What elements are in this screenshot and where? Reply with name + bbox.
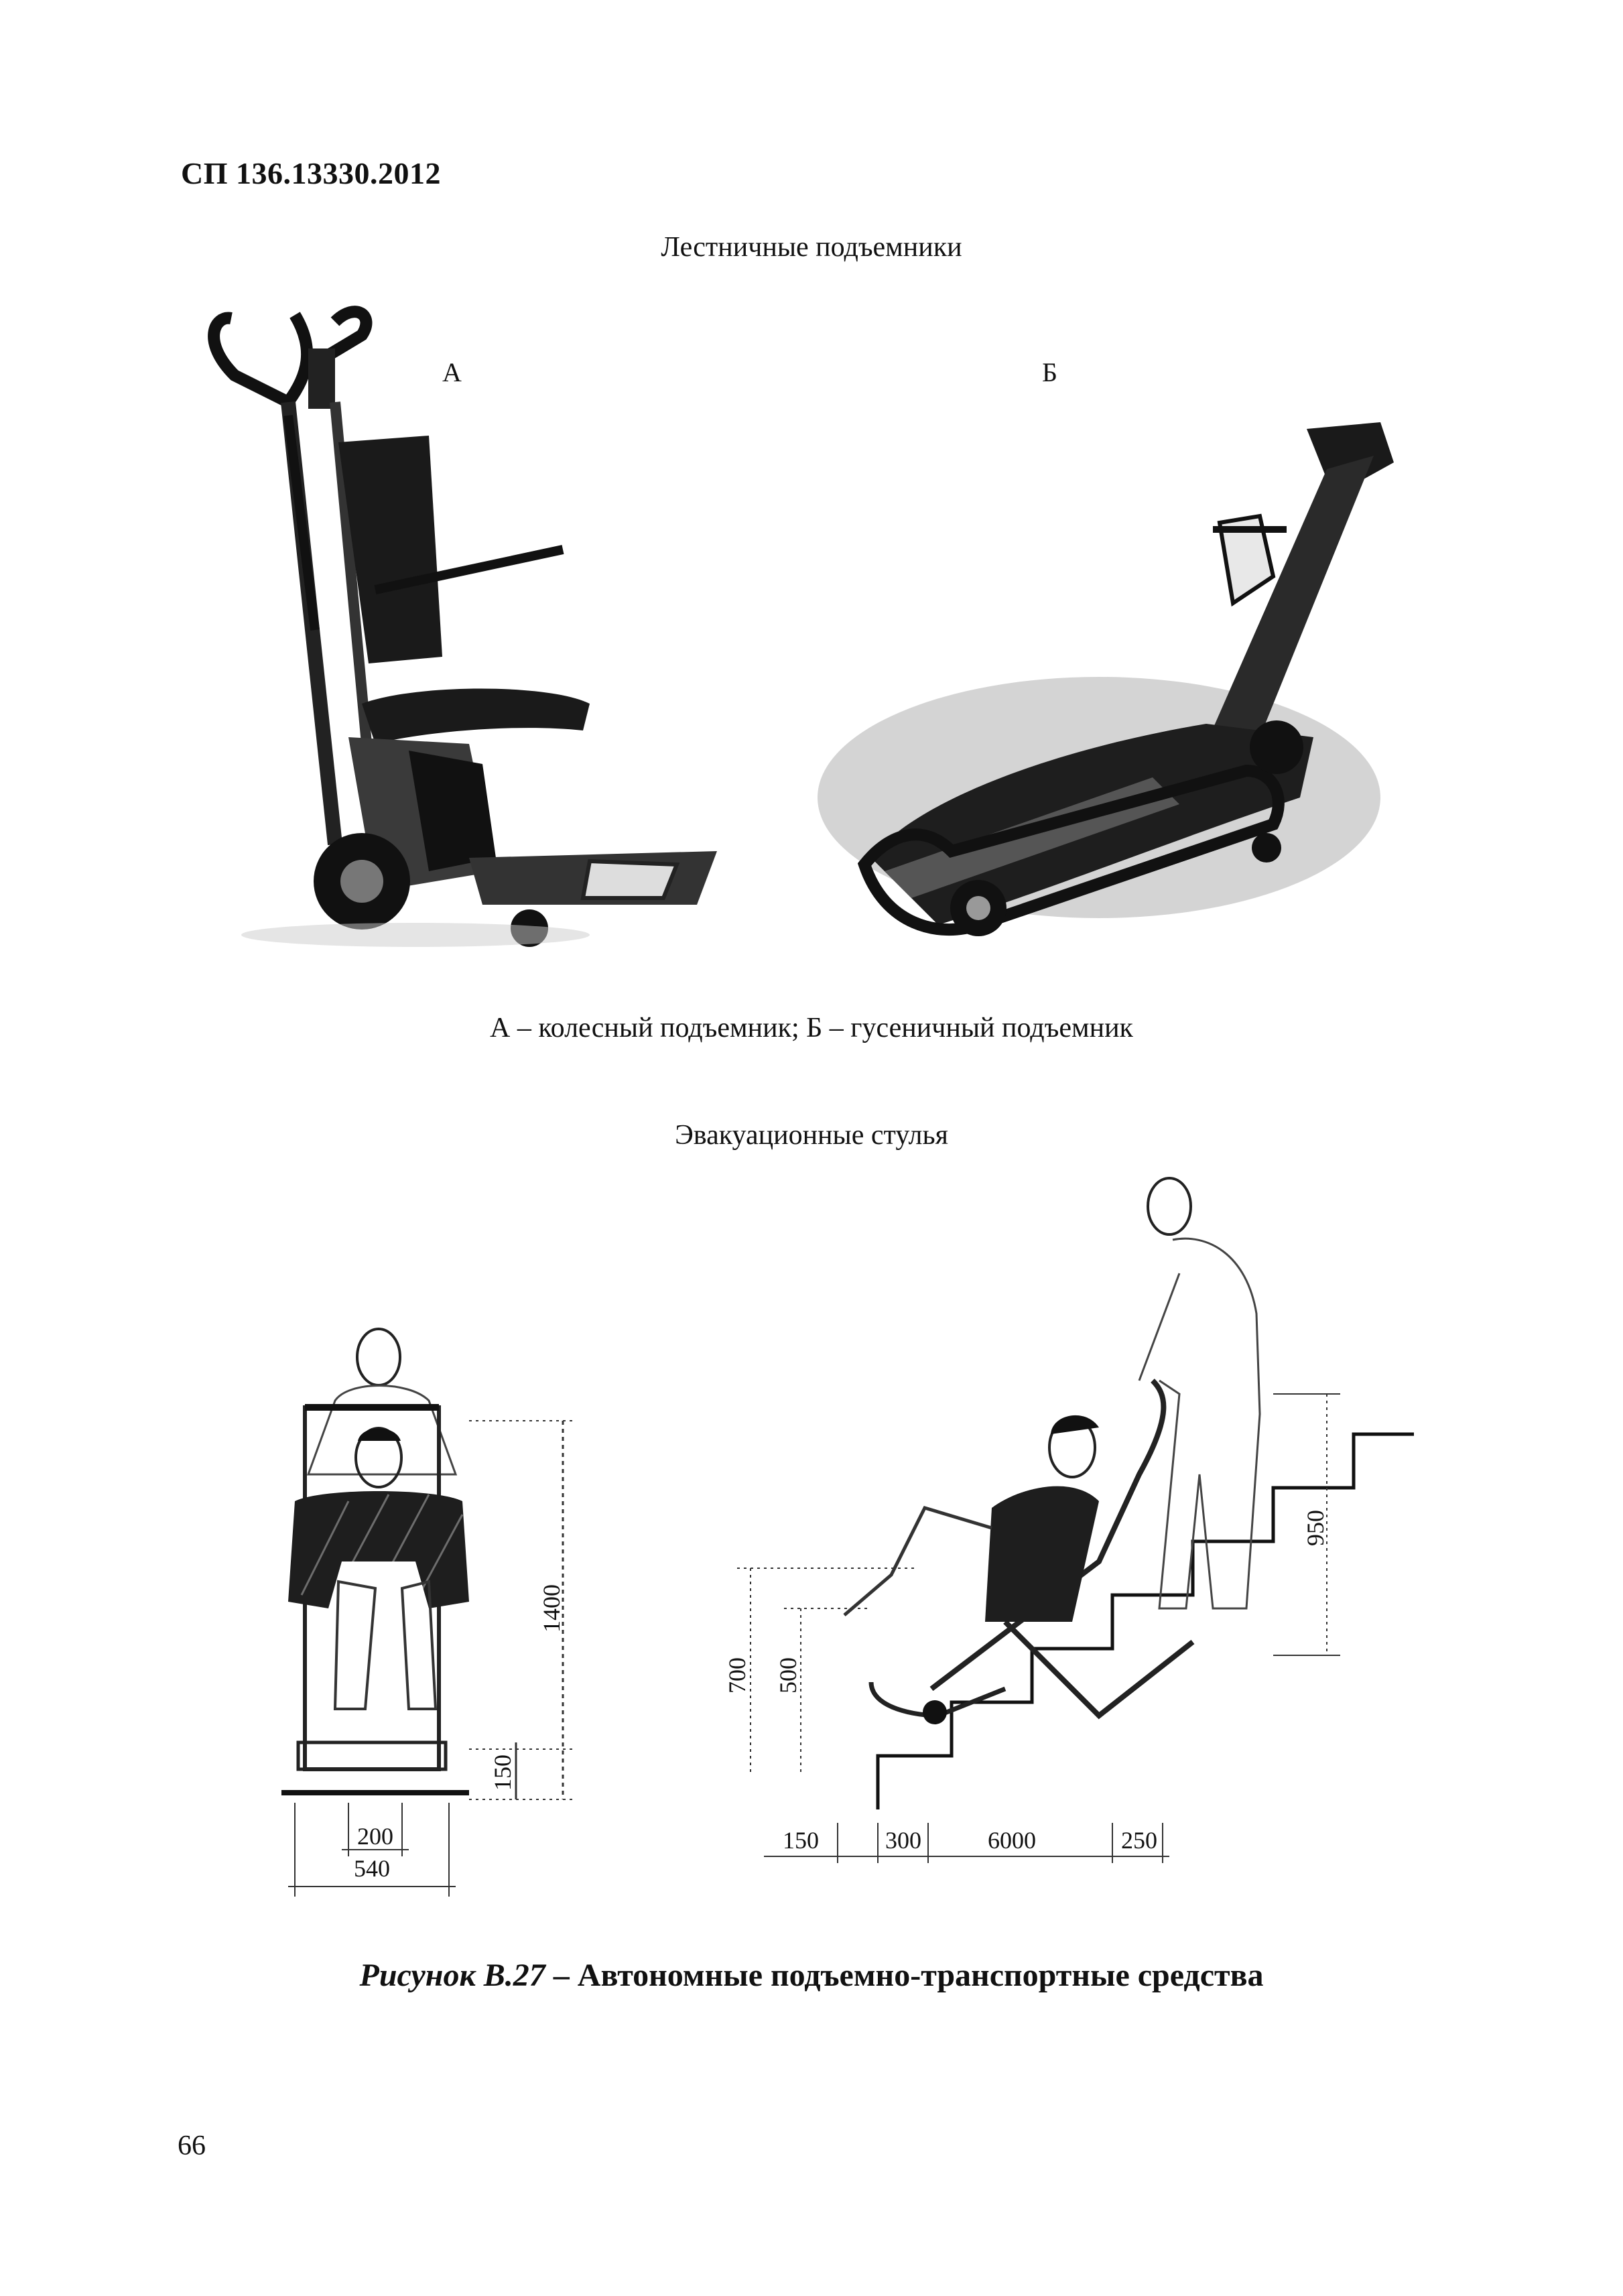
section-title-stair-lifts: Лестничные подъемники xyxy=(661,232,962,263)
figure-caption: Рисунок В.27 – Автономные подъемно-транс… xyxy=(0,1957,1623,1994)
dim-front-height: 1400 xyxy=(538,1584,565,1633)
figure-number: Рисунок В.27 xyxy=(359,1958,545,1993)
stair-lifts-caption: А – колесный подъемник; Б – гусеничный п… xyxy=(490,1013,1133,1043)
dim-stairs-6000: 6000 xyxy=(988,1827,1036,1854)
dim-stairs-700: 700 xyxy=(724,1657,751,1694)
dim-stairs-950: 950 xyxy=(1302,1510,1329,1546)
document-code: СП 136.13330.2012 xyxy=(181,156,441,190)
section-title-evacuation-chairs: Эвакуационные стулья xyxy=(675,1120,948,1151)
figure-dash: – xyxy=(545,1958,578,1993)
label-b: Б xyxy=(1042,357,1057,387)
label-a: А xyxy=(442,357,462,387)
dim-stairs-300: 300 xyxy=(885,1827,921,1854)
dim-front-width-inner: 200 xyxy=(357,1823,393,1850)
figure-title: Автономные подъемно-транспортные средств… xyxy=(577,1958,1264,1993)
dim-front-base: 150 xyxy=(489,1755,516,1791)
dim-stairs-150: 150 xyxy=(783,1827,819,1854)
dim-front-width-outer: 540 xyxy=(354,1855,390,1882)
page-number: 66 xyxy=(178,2130,206,2161)
dim-stairs-500: 500 xyxy=(775,1657,801,1694)
dim-stairs-250: 250 xyxy=(1121,1827,1157,1854)
